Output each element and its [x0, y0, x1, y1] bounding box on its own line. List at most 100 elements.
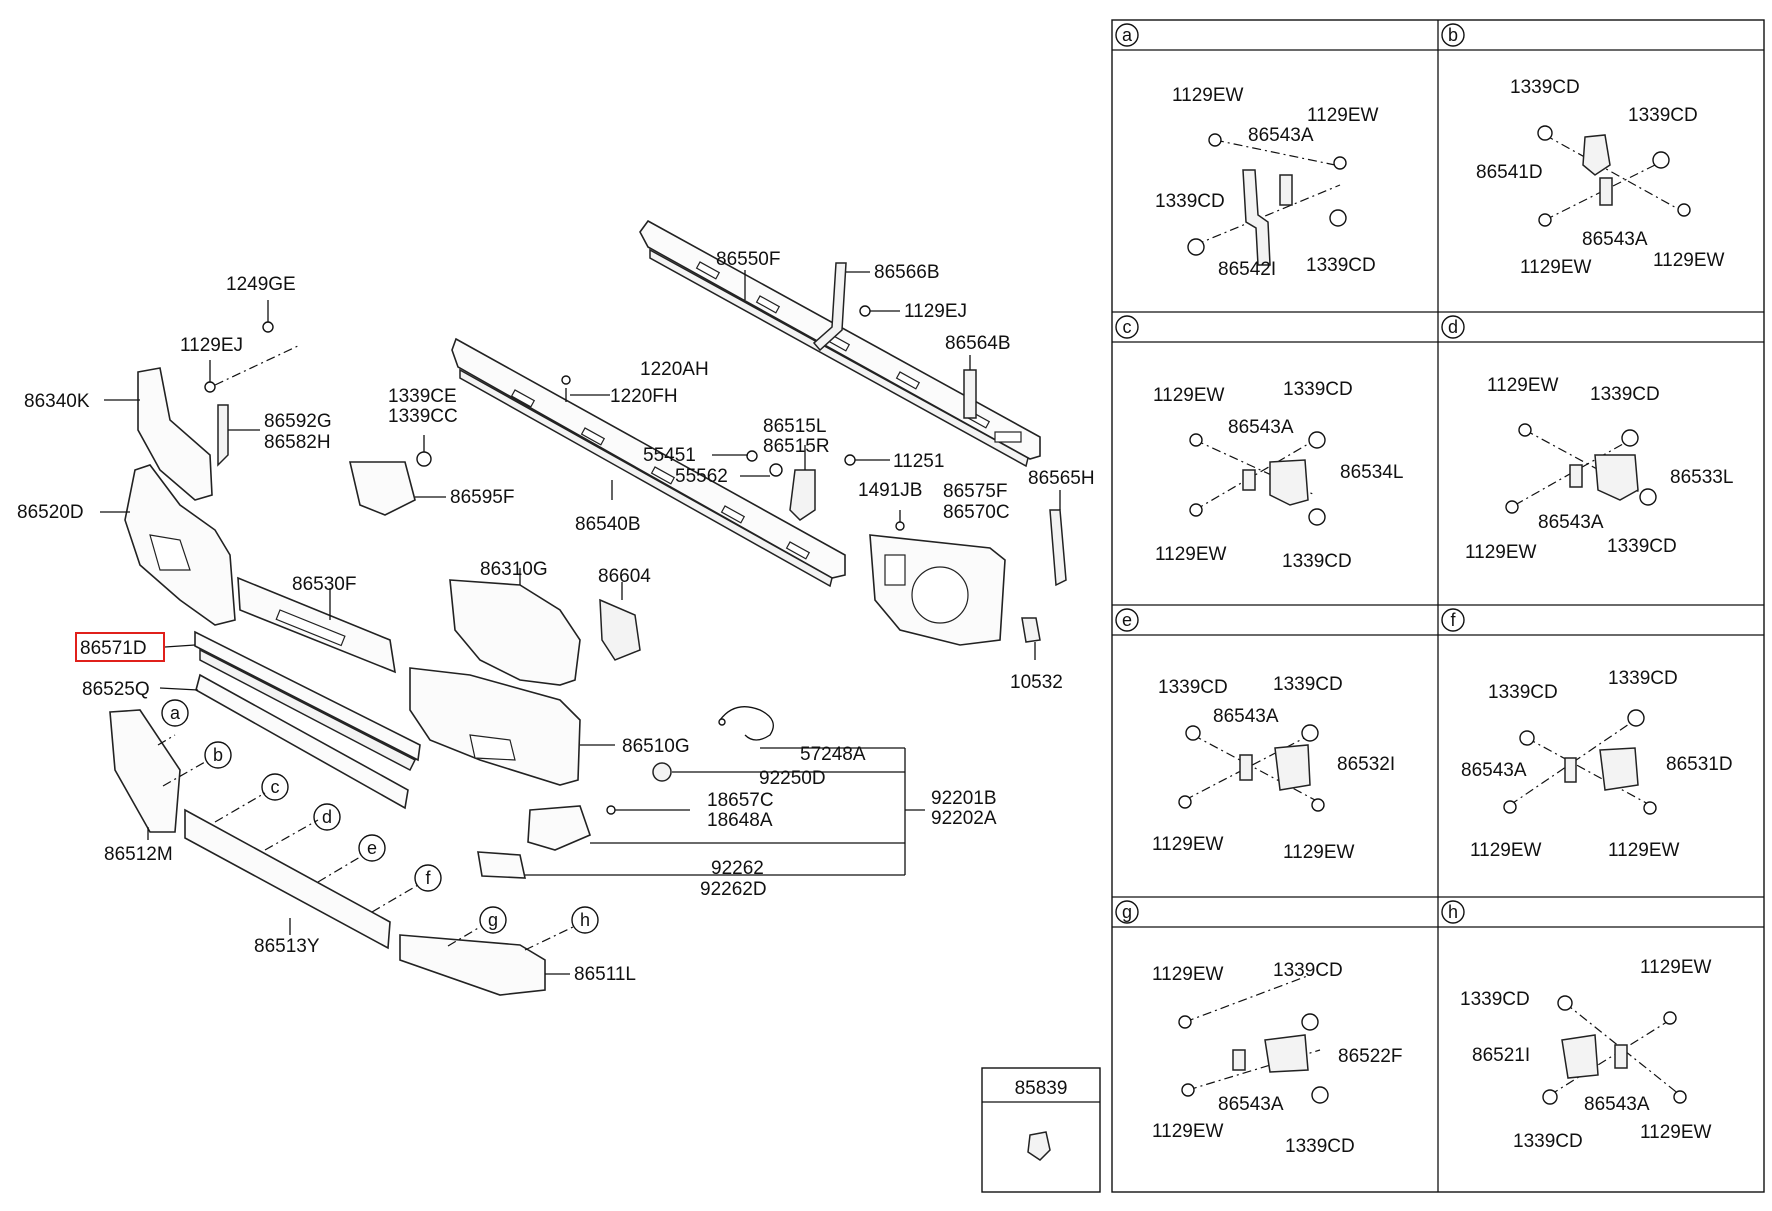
bracket-86515L[interactable] — [789, 469, 816, 521]
label-92262D[interactable]: 92262D — [700, 879, 767, 900]
callout-h[interactable]: h — [571, 906, 599, 934]
panel-a[interactable]: a 1129EW 86543A 1129EW 1339CD 86542I 133… — [1115, 23, 1379, 280]
part-number-label[interactable]: b — [213, 745, 223, 765]
part-number-label[interactable]: 1129EW — [1153, 385, 1225, 406]
part-number-label[interactable]: 86521I — [1472, 1045, 1530, 1066]
label-86570C[interactable]: 86570C — [943, 502, 1010, 523]
panel-h[interactable]: h 1129EW 1339CD 86521I 86543A 1339CD 112… — [1441, 900, 1712, 1152]
panel-g[interactable]: g 1129EW 1339CD 86522F 1129EW 86543A 133… — [1115, 900, 1402, 1157]
strip-86525Q[interactable] — [195, 673, 409, 810]
part-number-label[interactable]: 86534L — [1340, 462, 1403, 483]
part-number-label[interactable]: 86543A — [1538, 512, 1604, 533]
part-number-label[interactable]: 1339CD — [1628, 105, 1698, 126]
label-1129EJ-2[interactable]: 1129EJ — [904, 301, 967, 322]
part-number-label[interactable]: 1339CD — [1608, 668, 1678, 689]
part-number-label[interactable]: 1339CD — [1510, 77, 1580, 98]
label-86515L[interactable]: 86515L — [763, 416, 826, 437]
part-number-label[interactable]: 86542I — [1218, 259, 1276, 280]
part-number-label[interactable]: 1339CD — [1513, 1131, 1583, 1152]
callout-d[interactable]: d — [313, 803, 341, 831]
part-number-label[interactable]: 1129EW — [1155, 544, 1227, 565]
label-86565H[interactable]: 86565H — [1028, 468, 1095, 489]
callout-a[interactable]: a — [161, 699, 189, 727]
label-11251[interactable]: 11251 — [893, 451, 944, 472]
label-86512M[interactable]: 86512M — [104, 844, 173, 865]
label-1249GE[interactable]: 1249GE — [226, 274, 296, 295]
callout-f[interactable]: f — [414, 864, 442, 892]
label-55451[interactable]: 55451 — [643, 445, 696, 466]
part-number-label[interactable]: 1129EW — [1172, 85, 1244, 106]
label-18648A[interactable]: 18648A — [707, 810, 773, 831]
callout-b[interactable]: b — [204, 741, 232, 769]
part-number-label[interactable]: 1339CD — [1285, 1136, 1355, 1157]
wiring-57248A[interactable] — [718, 706, 774, 741]
bracket-86564B[interactable] — [963, 369, 977, 419]
bracket-86604[interactable] — [599, 598, 641, 661]
part-number-label[interactable]: 86531D — [1666, 754, 1733, 775]
headlamp-bracket-86570C[interactable] — [869, 534, 1006, 646]
label-1129EJ[interactable]: 1129EJ — [180, 335, 243, 356]
part-number-label[interactable]: 86533L — [1670, 467, 1733, 488]
bracket-86566B[interactable] — [812, 262, 847, 352]
part-number-label[interactable]: 1339CD — [1283, 379, 1353, 400]
part-number-label[interactable]: 1339CD — [1488, 682, 1558, 703]
label-10532[interactable]: 10532 — [1010, 672, 1063, 693]
label-92250D[interactable]: 92250D — [759, 768, 826, 789]
part-number-label[interactable]: 86543A — [1461, 760, 1527, 781]
part-number-label[interactable]: 1129EW — [1152, 834, 1224, 855]
plug-92250D[interactable] — [652, 762, 672, 782]
callout-c[interactable]: c — [261, 773, 289, 801]
grille-86530F[interactable] — [237, 576, 397, 674]
part-number-label[interactable]: 1129EW — [1487, 375, 1559, 396]
label-86310G[interactable]: 86310G — [480, 559, 548, 580]
bracket-86565H[interactable] — [1049, 509, 1067, 587]
label-1220FH[interactable]: 1220FH — [610, 386, 678, 407]
label-86530F[interactable]: 86530F — [292, 574, 356, 595]
fog-bezel-92262[interactable] — [477, 851, 527, 879]
clip-10532[interactable] — [1021, 617, 1041, 643]
part-number-label[interactable]: a — [170, 703, 181, 723]
part-number-label[interactable]: 86543A — [1582, 229, 1648, 250]
label-92201B[interactable]: 92201B — [931, 788, 997, 809]
reinforcement-beam-86540B[interactable] — [451, 337, 846, 588]
label-86575F[interactable]: 86575F — [943, 481, 1007, 502]
label-92262[interactable]: 92262 — [711, 858, 764, 879]
part-number-label[interactable]: 1129EW — [1640, 957, 1712, 978]
part-number-label[interactable]: 1339CD — [1607, 536, 1677, 557]
label-86566B[interactable]: 86566B — [874, 262, 940, 283]
label-86582H[interactable]: 86582H — [264, 432, 331, 453]
label-86511L[interactable]: 86511L — [574, 964, 636, 985]
part-number-label[interactable]: 1339CD — [1282, 551, 1352, 572]
bumper-86510G[interactable] — [409, 667, 581, 786]
part-number-label[interactable]: 1129EW — [1152, 1121, 1224, 1142]
part-number-label[interactable]: 1129EW — [1520, 257, 1592, 278]
callout-e[interactable]: e — [358, 834, 386, 862]
label-86550F[interactable]: 86550F — [716, 249, 780, 270]
part-number-label[interactable]: 1339CD — [1273, 674, 1343, 695]
valance-86511L[interactable] — [399, 934, 546, 996]
bracket-86592G[interactable] — [217, 404, 229, 467]
part-number-label[interactable]: f — [425, 868, 431, 888]
panel-f[interactable]: f 1339CD 1339CD 86531D 86543A 1129EW 112… — [1441, 608, 1733, 861]
label-86571D[interactable]: 86571D — [80, 638, 147, 659]
label-18657C[interactable]: 18657C — [707, 790, 774, 811]
bumper-cover-86520D[interactable] — [124, 464, 236, 626]
part-number-label[interactable]: 1129EW — [1307, 105, 1379, 126]
part-number-label[interactable]: 1129EW — [1608, 840, 1680, 861]
part-number-label[interactable]: 86543A — [1213, 706, 1279, 727]
panel-e[interactable]: e 1339CD 1339CD 86543A 86532I 1129EW 112… — [1115, 608, 1395, 863]
part-number-label[interactable]: 1339CD — [1306, 255, 1376, 276]
part-number-label[interactable]: 1129EW — [1465, 542, 1537, 563]
panel-b[interactable]: b 1339CD 1339CD 86541D 86543A 1129EW 112… — [1441, 23, 1725, 278]
label-86513Y[interactable]: 86513Y — [254, 936, 320, 957]
clip-86595F[interactable] — [348, 461, 416, 516]
part-number-label[interactable]: e — [367, 838, 377, 858]
label-86564B[interactable]: 86564B — [945, 333, 1011, 354]
part-number-label[interactable]: h — [580, 910, 590, 930]
part-number-label[interactable]: 1339CD — [1590, 384, 1660, 405]
label-1491JB[interactable]: 1491JB — [858, 480, 922, 501]
valance-86513Y[interactable] — [184, 808, 391, 950]
part-number-label[interactable]: 1129EW — [1640, 1122, 1712, 1143]
part-number-label[interactable]: 86543A — [1228, 417, 1294, 438]
label-86595F[interactable]: 86595F — [450, 487, 514, 508]
